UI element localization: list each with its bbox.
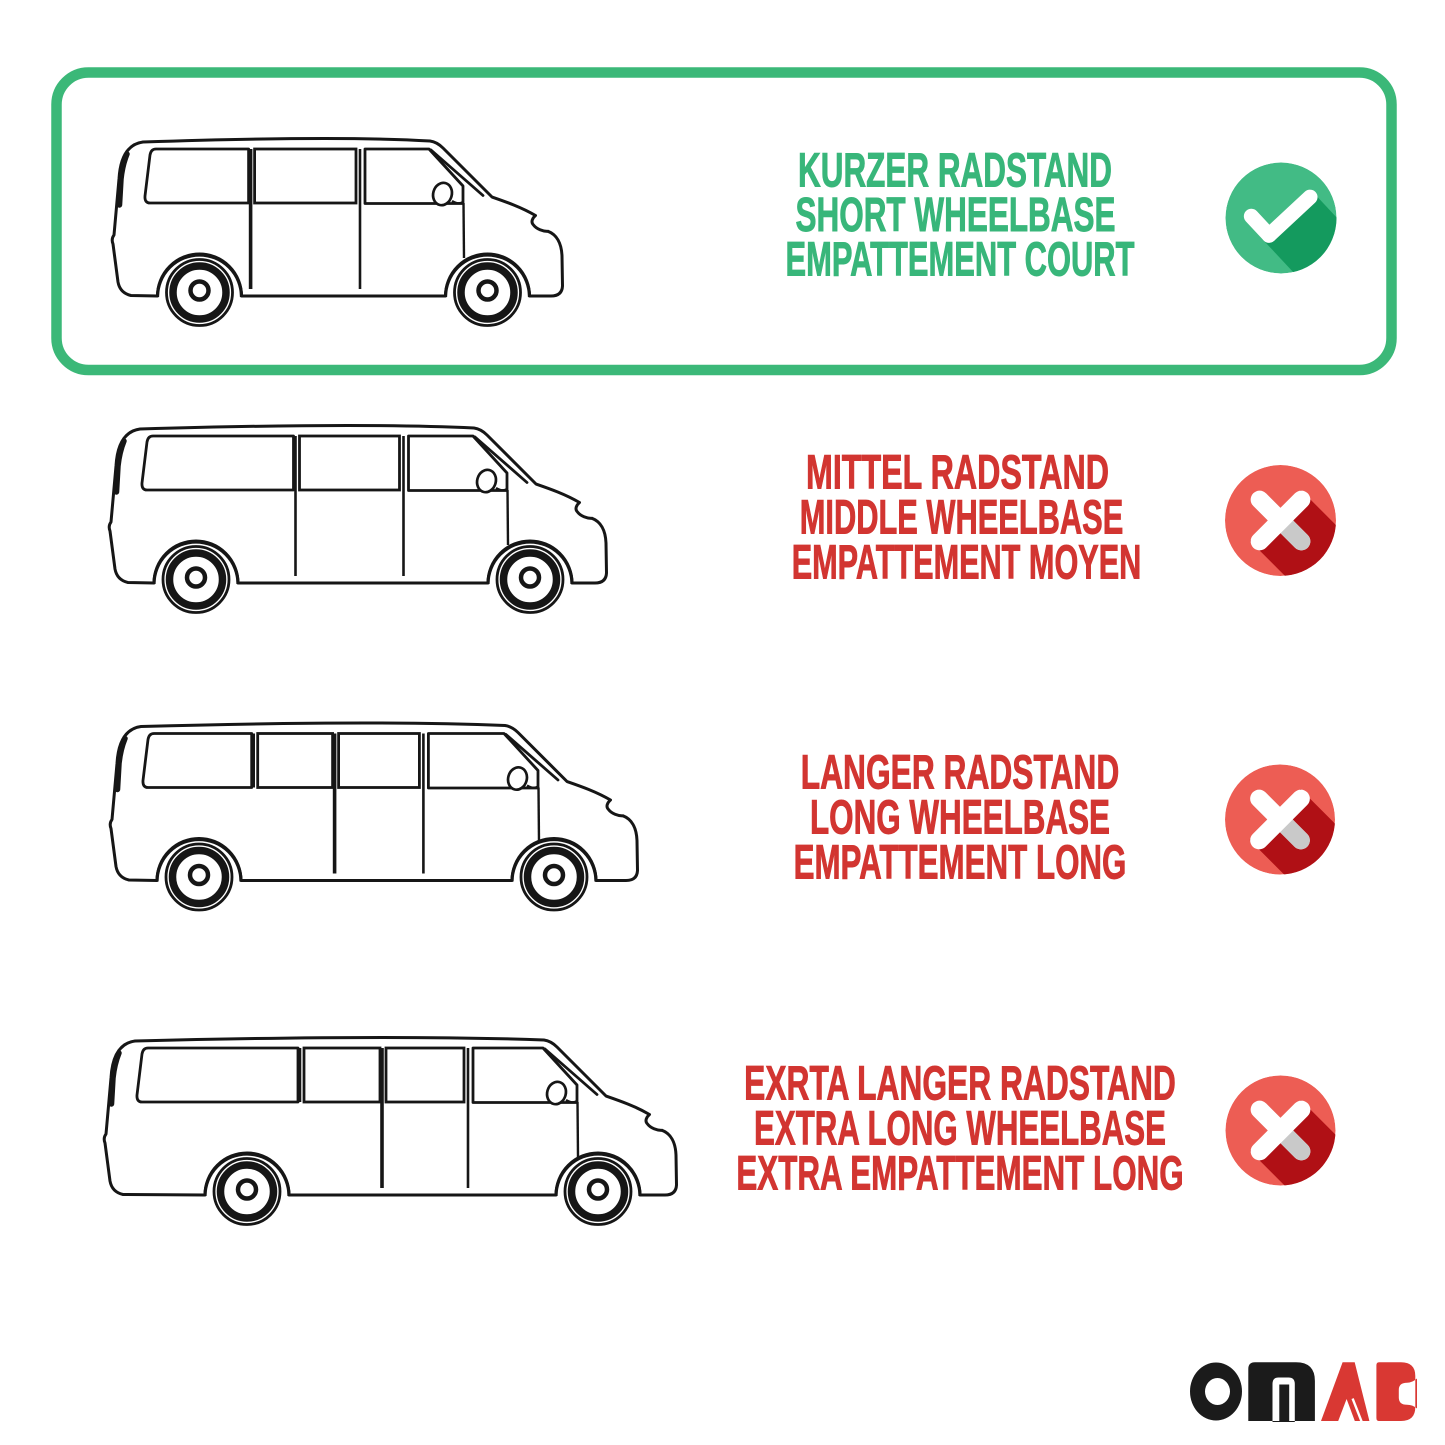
svg-text:EXTRA LONG WHEELBASE: EXTRA LONG WHEELBASE (754, 1103, 1166, 1156)
svg-text:EXTRA EMPATTEMENT LONG: EXTRA EMPATTEMENT LONG (736, 1148, 1183, 1201)
svg-text:EXRTA LANGER RADSTAND: EXRTA LANGER RADSTAND (744, 1058, 1176, 1111)
svg-text:MITTEL RADSTAND: MITTEL RADSTAND (806, 447, 1109, 500)
svg-text:LANGER RADSTAND: LANGER RADSTAND (801, 747, 1120, 800)
svg-text:MIDDLE WHEELBASE: MIDDLE WHEELBASE (800, 492, 1124, 545)
svg-text:EMPATTEMENT COURT: EMPATTEMENT COURT (786, 234, 1135, 287)
svg-text:KURZER RADSTAND: KURZER RADSTAND (798, 145, 1112, 198)
svg-text:LONG WHEELBASE: LONG WHEELBASE (810, 792, 1110, 845)
svg-text:EMPATTEMENT LONG: EMPATTEMENT LONG (794, 837, 1127, 890)
svg-text:EMPATTEMENT MOYEN: EMPATTEMENT MOYEN (792, 537, 1142, 590)
svg-text:SHORT WHEELBASE: SHORT WHEELBASE (796, 189, 1116, 242)
